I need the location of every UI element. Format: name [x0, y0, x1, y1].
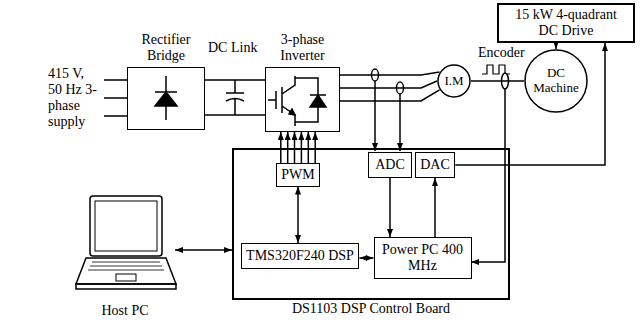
dc-drive-box: 15 kW 4-quadrant DC Drive — [497, 3, 635, 43]
induction-motor: I.M — [437, 64, 471, 98]
connector — [390, 178, 391, 237]
connector-line — [389, 178, 391, 237]
pwm-block: PWM — [276, 163, 320, 186]
connector — [175, 250, 232, 251]
connector — [340, 72, 440, 101]
annotation-label: 415 V, 50 Hz 3-phase supply — [48, 66, 98, 130]
connector-line — [359, 257, 373, 259]
inverter-box: 3-phase Inverter — [265, 67, 340, 132]
node-label: DC Machine — [528, 66, 584, 96]
connector — [359, 258, 373, 259]
connector — [298, 187, 299, 244]
node-label: TMS320F240 DSP — [246, 248, 354, 264]
connector-line — [175, 249, 232, 251]
dc-machine: DC Machine — [524, 49, 588, 113]
node-label: DS1103 DSP Control Board — [292, 301, 450, 317]
connector — [205, 80, 265, 115]
node-label: Rectifier Bridge — [126, 32, 206, 64]
capacitor-symbol — [226, 80, 244, 115]
connector-line — [340, 72, 440, 75]
node-label: Host PC — [101, 303, 148, 319]
current-sensor — [372, 69, 404, 151]
rectifier-box: Rectifier Bridge — [127, 67, 205, 130]
node-label: Power PC 400 MHz — [379, 242, 466, 274]
connector-line — [471, 80, 524, 82]
connector-line — [434, 178, 436, 237]
node-label: I.M — [444, 74, 463, 89]
connector-line — [297, 187, 299, 244]
connector-line — [340, 81, 437, 88]
node-label: 15 kW 4-quadrant DC Drive — [510, 7, 622, 39]
node-label: 3-phase Inverter — [263, 32, 343, 64]
connector-line — [555, 43, 557, 49]
dsp-block: TMS320F240 DSP — [241, 243, 360, 269]
dac-block: DAC — [415, 152, 456, 178]
connector — [471, 81, 524, 82]
annotation-label: DC Link — [208, 40, 257, 56]
encoder-symbol — [471, 65, 510, 262]
connector — [556, 43, 557, 49]
node-label: PWM — [281, 167, 314, 183]
igbt-symbol — [268, 76, 326, 126]
connector-line — [205, 79, 265, 81]
laptop-icon — [76, 196, 176, 289]
control-board: DS1103 DSP Control BoardPWMADCDACTMS320F… — [232, 148, 510, 300]
connector — [455, 43, 605, 165]
annotation-label: Encoder — [478, 45, 525, 61]
connector-line — [340, 90, 440, 101]
diode-symbol — [155, 76, 177, 120]
connector-line — [455, 43, 605, 165]
supply-lines — [104, 80, 127, 116]
connector-line — [205, 114, 265, 116]
node-label: ADC — [375, 157, 405, 173]
node-label: DAC — [420, 157, 450, 173]
host-pc: Host PC — [75, 193, 175, 293]
powerpc-block: Power PC 400 MHz — [374, 237, 472, 279]
connector — [435, 178, 436, 237]
adc-block: ADC — [368, 152, 412, 178]
